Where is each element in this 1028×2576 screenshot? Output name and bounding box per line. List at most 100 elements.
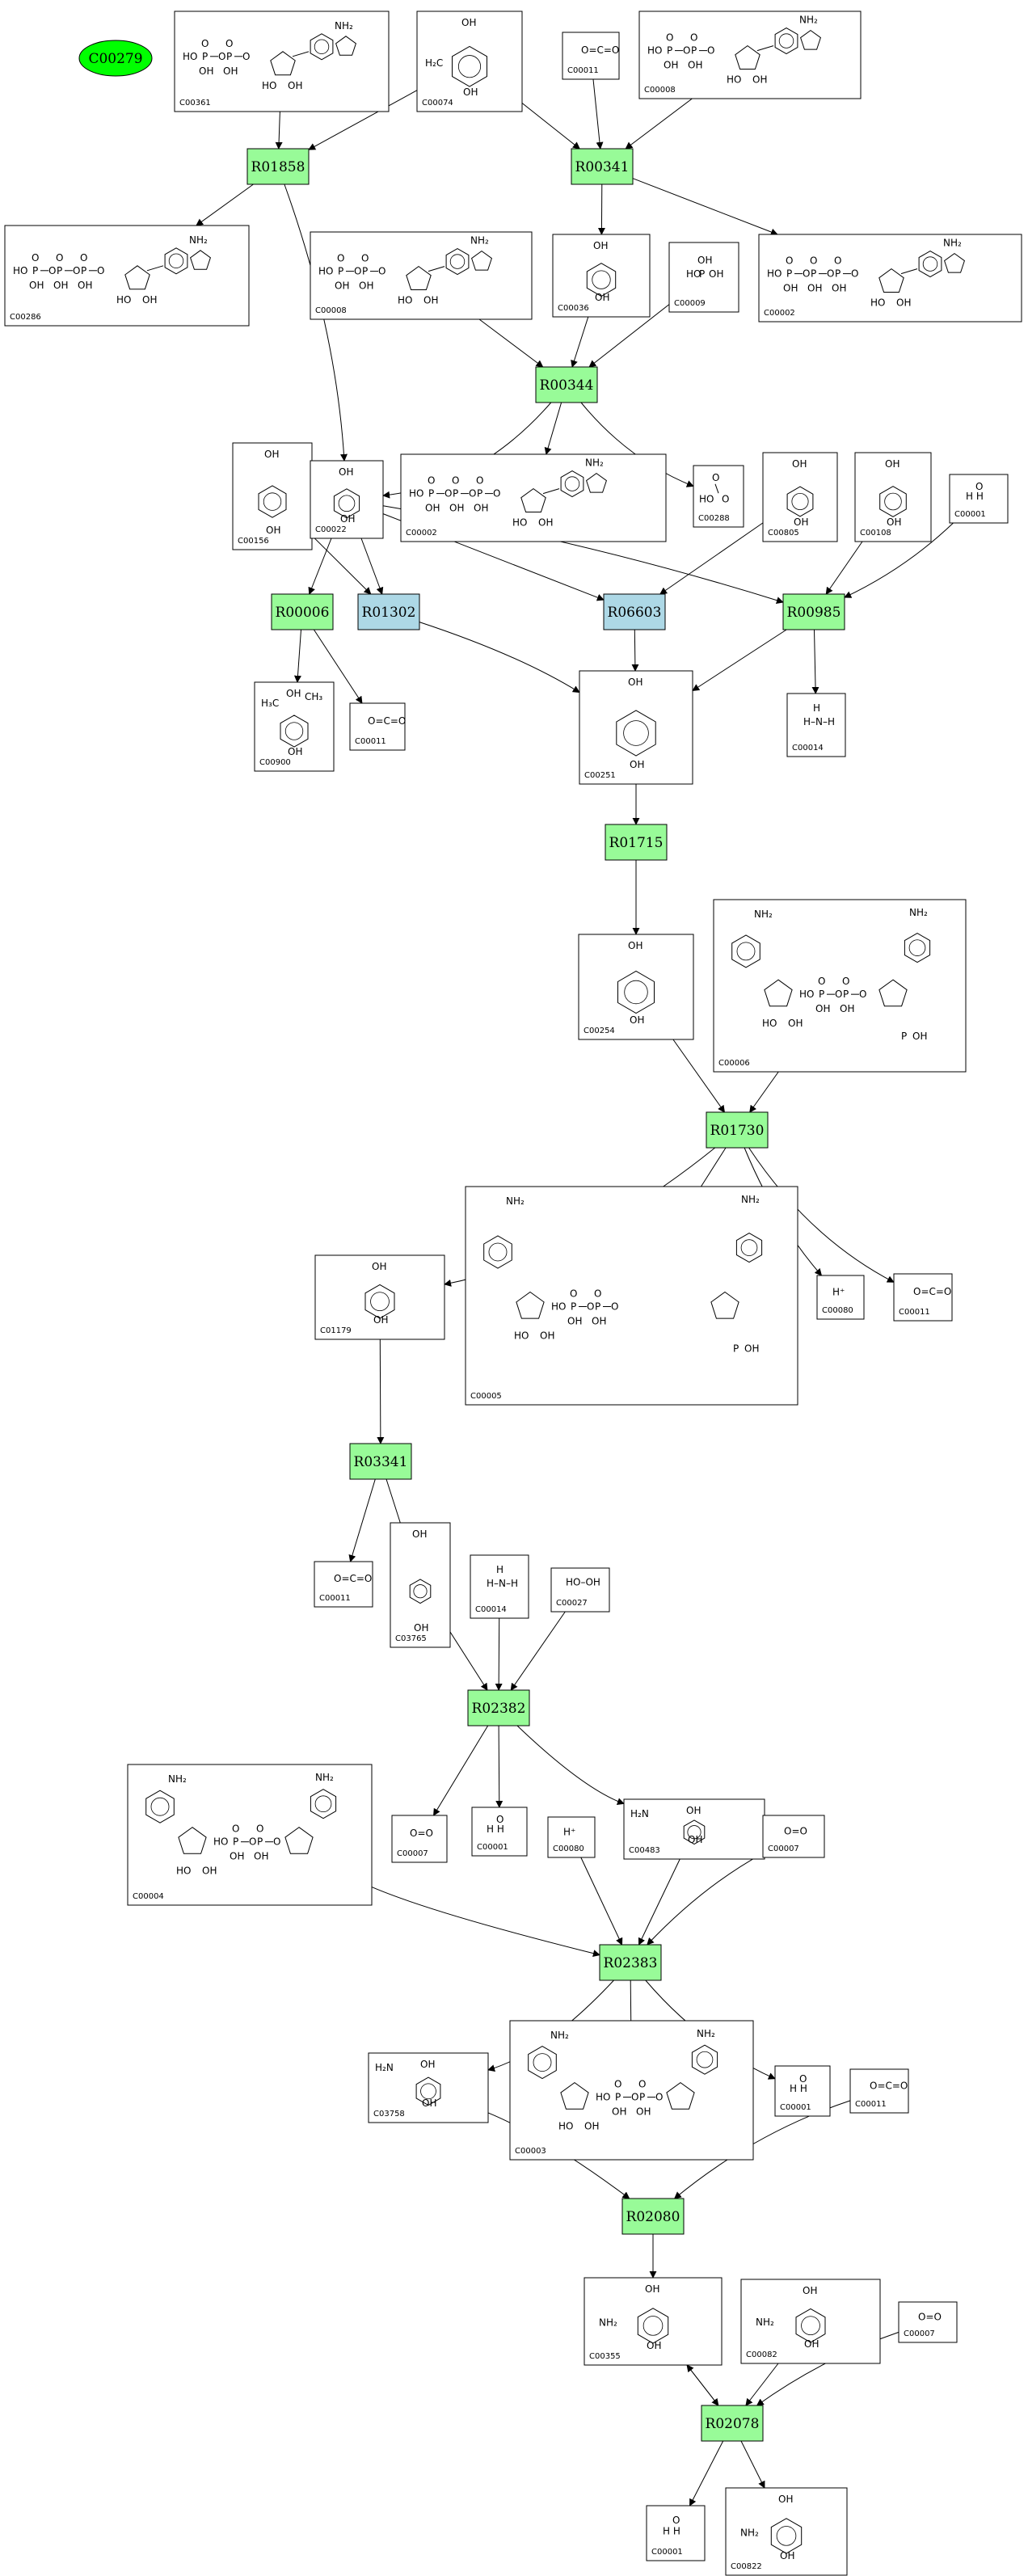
ring-aromatic bbox=[736, 942, 756, 961]
structure-text: H H bbox=[790, 2083, 807, 2094]
structure-text: HO bbox=[762, 1018, 777, 1029]
ring-aromatic bbox=[564, 476, 580, 491]
reaction-node-r02382[interactable]: R02382 bbox=[467, 1689, 530, 1726]
compound-box bbox=[578, 934, 694, 1040]
bond bbox=[428, 266, 445, 272]
reaction-node-r02078[interactable]: R02078 bbox=[701, 2405, 764, 2442]
compound-id-label: C00005 bbox=[470, 1392, 502, 1401]
structure-text: HO bbox=[551, 1301, 566, 1313]
structure-text: O bbox=[496, 1814, 503, 1825]
ring-aromatic bbox=[370, 1292, 390, 1312]
structure-text: O bbox=[469, 488, 476, 500]
reaction-node-r06603[interactable]: R06603 bbox=[603, 593, 666, 630]
structure-text: NH₂ bbox=[585, 457, 604, 469]
reaction-label: R01302 bbox=[362, 605, 416, 621]
structure-text: HO bbox=[176, 1866, 191, 1877]
structure-text: OH bbox=[752, 74, 767, 86]
ring-aromatic bbox=[263, 492, 282, 511]
ring-bond bbox=[735, 44, 760, 70]
start-compound-node[interactable] bbox=[78, 40, 153, 77]
compound-box bbox=[849, 2068, 909, 2114]
reaction-node-r03341[interactable]: R03341 bbox=[349, 1443, 412, 1480]
reaction-node-r02080[interactable]: R02080 bbox=[621, 2198, 685, 2235]
structure-text: O=C=O bbox=[368, 715, 406, 727]
structure-text: O bbox=[690, 32, 697, 44]
reaction-node-r01302[interactable]: R01302 bbox=[357, 593, 420, 630]
structure-text: O bbox=[834, 255, 841, 267]
structure-text: O bbox=[655, 2092, 663, 2103]
reaction-node-r00985[interactable]: R00985 bbox=[782, 593, 845, 630]
structure-text: OH bbox=[778, 2494, 793, 2505]
ring-aromatic bbox=[420, 2083, 436, 2100]
ring-aromatic bbox=[623, 720, 649, 746]
structure-text: O=O bbox=[918, 2312, 942, 2323]
reaction-node-r02383[interactable]: R02383 bbox=[599, 1944, 662, 1981]
bond bbox=[900, 268, 918, 275]
ring-bond bbox=[770, 2518, 803, 2554]
reaction-node-r00344[interactable]: R00344 bbox=[535, 366, 598, 403]
reaction-node-r01715[interactable]: R01715 bbox=[605, 824, 668, 861]
ring-bond bbox=[270, 51, 296, 76]
structure-text: O=C=O bbox=[334, 1573, 372, 1584]
compound-box bbox=[668, 242, 739, 313]
structure-text: OH bbox=[474, 503, 488, 514]
reaction-node-r00006[interactable]: R00006 bbox=[271, 593, 334, 630]
structure-text: OH bbox=[425, 503, 440, 514]
reaction-node-r00341[interactable]: R00341 bbox=[571, 148, 634, 185]
reaction-node-r01858[interactable]: R01858 bbox=[246, 148, 310, 185]
ring-aromatic bbox=[922, 256, 938, 272]
compound-box bbox=[816, 1275, 865, 1320]
structure-text: P bbox=[202, 51, 208, 62]
compound-box bbox=[254, 681, 335, 772]
structure-text: O bbox=[256, 1823, 263, 1835]
compound-box bbox=[552, 234, 651, 318]
reaction-node-r01730[interactable]: R01730 bbox=[706, 1111, 769, 1149]
ring-aromatic bbox=[696, 2051, 714, 2068]
